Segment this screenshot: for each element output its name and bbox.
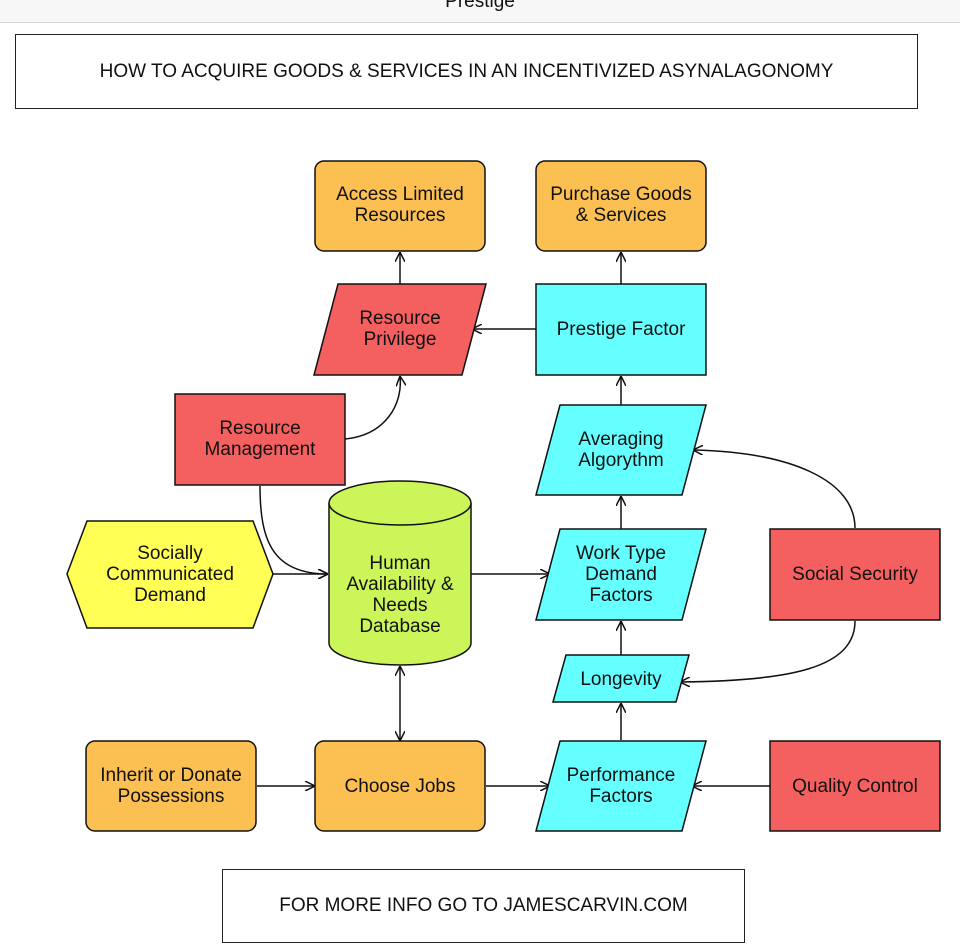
diagram-title: HOW TO ACQUIRE GOODS & SERVICES IN AN IN… bbox=[15, 34, 918, 109]
node-purchase-goods-services: Purchase Goods & Services bbox=[535, 160, 707, 252]
node-label: Demand bbox=[585, 564, 657, 585]
node-label: Human bbox=[369, 553, 430, 574]
node-quality-control: Quality Control bbox=[769, 740, 941, 832]
node-label: Database bbox=[359, 616, 440, 637]
node-label: Resource bbox=[219, 418, 300, 439]
node-access-limited-resources: Access Limited Resources bbox=[314, 160, 486, 252]
node-label: Communicated bbox=[106, 564, 234, 585]
arrow-socialsecurity-to-averaging bbox=[693, 450, 856, 529]
footer-text: FOR MORE INFO GO TO JAMESCARVIN.COM bbox=[279, 895, 688, 916]
node-label: Choose Jobs bbox=[345, 776, 456, 797]
node-label: Quality Control bbox=[792, 776, 918, 797]
arrow-management-to-database bbox=[259, 485, 328, 574]
node-work-type-demand-factors: Work Type Demand Factors bbox=[535, 528, 707, 621]
node-label: Factors bbox=[589, 585, 652, 606]
node-label: Inherit or Donate bbox=[100, 765, 242, 786]
footer-link-box: FOR MORE INFO GO TO JAMESCARVIN.COM bbox=[222, 869, 745, 943]
node-label: Purchase Goods bbox=[550, 184, 692, 205]
node-resource-privilege: Resource Privilege bbox=[313, 283, 487, 376]
node-label: Work Type bbox=[576, 543, 666, 564]
node-label: Needs bbox=[373, 595, 428, 616]
diagram-title-text: HOW TO ACQUIRE GOODS & SERVICES IN AN IN… bbox=[99, 60, 834, 82]
window-titlebar: Prestige bbox=[0, 0, 960, 23]
node-socially-communicated-demand: Socially Communicated Demand bbox=[66, 520, 274, 629]
node-label: Longevity bbox=[580, 669, 662, 690]
node-label: Possessions bbox=[118, 786, 225, 807]
window-title: Prestige bbox=[445, 0, 515, 12]
node-social-security: Social Security bbox=[769, 528, 941, 621]
node-label: Prestige Factor bbox=[557, 319, 686, 340]
node-label: Demand bbox=[134, 585, 206, 606]
connectors bbox=[257, 252, 856, 786]
arrow-management-to-privilege bbox=[344, 376, 400, 440]
node-label: Availability & bbox=[346, 574, 454, 595]
node-human-availability-database: Human Availability & Needs Database bbox=[328, 480, 472, 666]
node-longevity: Longevity bbox=[552, 654, 690, 703]
node-label: Resources bbox=[355, 205, 446, 226]
node-inherit-or-donate: Inherit or Donate Possessions bbox=[85, 740, 257, 832]
node-label: Averaging bbox=[578, 429, 663, 450]
node-label: Algorythm bbox=[578, 450, 664, 471]
node-performance-factors: Performance Factors bbox=[535, 740, 707, 832]
node-label: Resource bbox=[359, 308, 440, 329]
node-label: & Services bbox=[576, 205, 667, 226]
node-label: Factors bbox=[589, 786, 652, 807]
node-label: Socially bbox=[137, 543, 203, 564]
node-prestige-factor: Prestige Factor bbox=[535, 283, 707, 376]
node-resource-management: Resource Management bbox=[174, 393, 346, 486]
node-label: Performance bbox=[567, 765, 676, 786]
node-choose-jobs: Choose Jobs bbox=[314, 740, 486, 832]
arrow-socialsecurity-to-longevity bbox=[680, 620, 856, 682]
node-averaging-algorythm: Averaging Algorythm bbox=[535, 404, 707, 496]
node-label: Privilege bbox=[364, 329, 437, 350]
node-label: Access Limited bbox=[336, 184, 464, 205]
node-label: Social Security bbox=[792, 564, 918, 585]
node-label: Management bbox=[205, 439, 317, 460]
